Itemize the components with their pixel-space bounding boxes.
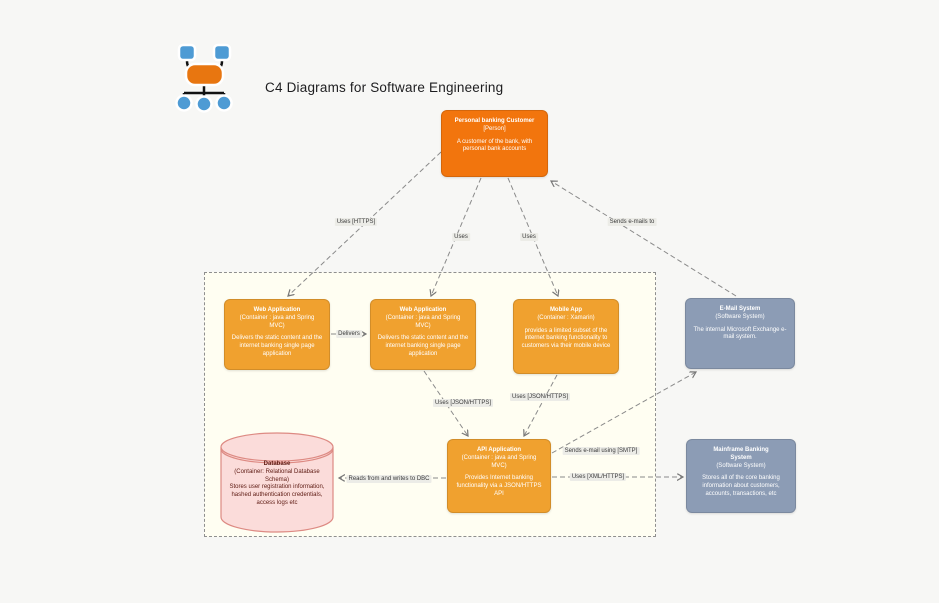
node-subtitle: [Person] [483, 125, 506, 132]
node-title: API Application [476, 447, 522, 453]
node-email-system[interactable]: E-Mail System (Software System) The inte… [685, 298, 795, 369]
node-subtitle: (Software System) [715, 313, 765, 320]
node-title: Database [263, 461, 291, 467]
node-subtitle: (Container : java and Spring MVC) [239, 314, 315, 329]
edge-label-uses-mobile: Uses [520, 233, 538, 241]
node-subtitle: (Container : java and Spring MVC) [461, 454, 537, 469]
edge-label-sends-emails-to: Sends e-mails to [607, 218, 657, 226]
node-mainframe-banking-system[interactable]: Mainframe Banking System (Software Syste… [686, 439, 796, 513]
node-title: Web Application [253, 307, 301, 313]
node-title: Personal banking Customer [454, 118, 535, 124]
node-title: E-Mail System [719, 306, 761, 312]
node-title: Web Application [399, 307, 447, 313]
edge-label-uses-json-https-mobile: Uses [JSON/HTTPS] [509, 393, 571, 401]
node-subtitle: (Container : Xamarin) [537, 314, 595, 321]
node-description: provides a limited subset of the interne… [521, 327, 611, 350]
edge-label-delivers: Delivers [336, 330, 362, 338]
node-description: A customer of the bank, with personal ba… [456, 138, 533, 153]
node-description: Stores all of the core banking informati… [702, 475, 780, 497]
edge-label-uses-https: Uses [HTTPS] [334, 218, 378, 226]
node-personal-banking-customer[interactable]: Personal banking Customer [Person] A cus… [441, 110, 548, 177]
page-title: C4 Diagrams for Software Engineering [265, 80, 504, 95]
edge-label-uses-xml-https: Uses [XML/HTTPS] [569, 473, 627, 481]
edge-label-uses-web2: Uses [452, 233, 470, 241]
node-subtitle: (Container: Relational Database Schema) [234, 468, 320, 483]
database-cylinder-icon [220, 432, 334, 533]
node-subtitle: (Software System) [716, 462, 766, 469]
edge-label-reads-writes: Reads from and writes to DBC [346, 475, 432, 483]
edge-label-sends-email-smtp: Sends e-mail using [SMTP] [562, 447, 640, 455]
node-web-application-1[interactable]: Web Application (Container : java and Sp… [224, 299, 330, 370]
node-subtitle: (Container : java and Spring MVC) [385, 314, 461, 329]
node-database[interactable]: Database (Container: Relational Database… [219, 431, 335, 534]
node-title: Mainframe Banking System [713, 447, 769, 461]
node-api-application[interactable]: API Application (Container : java and Sp… [447, 439, 551, 513]
node-title: Mobile App [549, 307, 583, 313]
node-description: Stores user registration information, ha… [229, 484, 325, 506]
node-description: The internal Microsoft Exchange e-mail s… [693, 326, 787, 341]
node-web-application-2[interactable]: Web Application (Container : java and Sp… [370, 299, 476, 370]
node-mobile-app[interactable]: Mobile App (Container : Xamarin) provide… [513, 299, 619, 374]
node-description: Delivers the static content and the inte… [231, 335, 323, 357]
c4-model-logo-icon [170, 40, 236, 114]
node-description: Provides Internet banking functionality … [456, 475, 542, 497]
node-description: Delivers the static content and the inte… [377, 335, 469, 357]
edge-label-uses-json-https-web: Uses [JSON/HTTPS] [432, 399, 494, 407]
